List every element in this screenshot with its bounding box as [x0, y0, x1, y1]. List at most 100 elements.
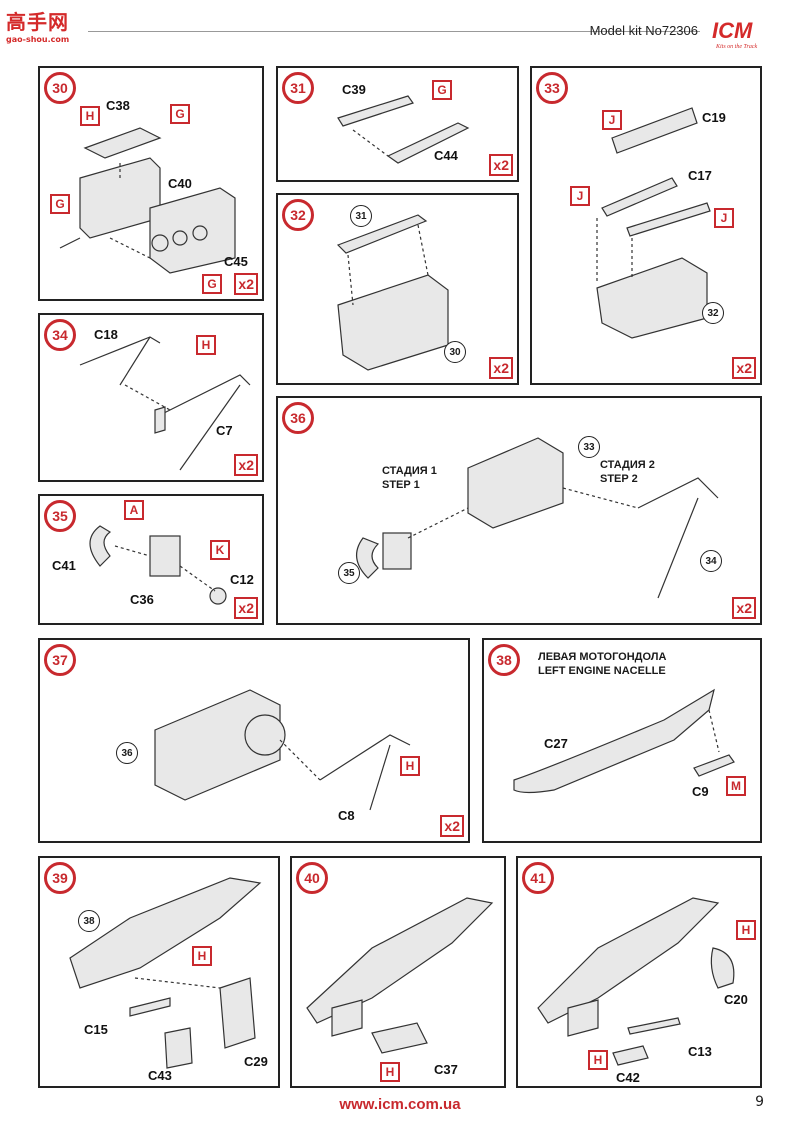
part-label: C29 [244, 1054, 268, 1069]
part-label: C42 [616, 1070, 640, 1085]
multiply-badge: x2 [489, 357, 513, 379]
step-reference: 32 [702, 302, 724, 324]
step-39-panel: 39 C15 C43 C29 H 38 [38, 856, 280, 1088]
step-35-drawing [89, 525, 227, 605]
step-36-number: 36 [282, 402, 314, 434]
step-30-panel: 30 C38 C40 C45 H G G G x2 [38, 66, 264, 301]
nacelle-title-ru: ЛЕВАЯ МОТОГОНДОЛА [538, 651, 667, 663]
step-30-drawing [59, 127, 236, 274]
part-label: C15 [84, 1022, 108, 1037]
footer-url[interactable]: www.icm.com.ua [339, 1096, 461, 1113]
header-rule [88, 31, 700, 32]
part-label: C17 [688, 168, 712, 183]
marker-label: A [124, 500, 144, 520]
step-40-number: 40 [296, 862, 328, 894]
stage-1-ru: СТАДИЯ 1 [382, 465, 437, 477]
step-41-number: 41 [522, 862, 554, 894]
stage-2-label: СТАДИЯ 2 STEP 2 [600, 458, 655, 486]
step-37-drawing [154, 689, 411, 811]
step-39-number: 39 [44, 862, 76, 894]
marker-label: H [588, 1050, 608, 1070]
step-34-number: 34 [44, 319, 76, 351]
model-kit-number: Model kit No72306 [589, 23, 698, 38]
step-reference: 36 [116, 742, 138, 764]
multiply-badge: x2 [732, 597, 756, 619]
step-32-drawing [336, 214, 449, 371]
step-38-panel: 38 ЛЕВАЯ МОТОГОНДОЛА LEFT ENGINE NACELLE… [482, 638, 762, 843]
stage-1-en: STEP 1 [382, 479, 420, 491]
stage-2-ru: СТАДИЯ 2 [600, 459, 655, 471]
part-label: C7 [216, 423, 233, 438]
part-label: C38 [106, 98, 130, 113]
marker-label: J [714, 208, 734, 228]
step-reference: 30 [444, 341, 466, 363]
step-reference: 35 [338, 562, 360, 584]
step-36-panel: 36 СТАДИЯ 1 STEP 1 СТАДИЯ 2 STEP 2 33 35… [276, 396, 762, 625]
multiply-badge: x2 [732, 357, 756, 379]
marker-label: H [80, 106, 100, 126]
brand-name: ICM [712, 18, 753, 43]
step-37-panel: 37 C8 H 36 x2 [38, 638, 470, 843]
marker-label: H [736, 920, 756, 940]
marker-label: J [602, 110, 622, 130]
part-label: C41 [52, 558, 76, 573]
stage-2-en: STEP 2 [600, 473, 638, 485]
marker-label: H [192, 946, 212, 966]
part-label: C19 [702, 110, 726, 125]
marker-label: H [196, 335, 216, 355]
part-label: C39 [342, 82, 366, 97]
step-38-number: 38 [488, 644, 520, 676]
step-31-panel: 31 C39 C44 G x2 [276, 66, 519, 182]
step-31-number: 31 [282, 72, 314, 104]
part-label: C27 [544, 736, 568, 751]
multiply-badge: x2 [440, 815, 464, 837]
step-41-panel: 41 C20 C13 C42 H H [516, 856, 762, 1088]
watermark-site-name: 高手网 [6, 10, 69, 34]
marker-label: K [210, 540, 230, 560]
part-label: C40 [168, 176, 192, 191]
step-34-panel: 34 C18 C7 H x2 [38, 313, 264, 482]
part-label: C36 [130, 592, 154, 607]
marker-label: M [726, 776, 746, 796]
marker-label: G [202, 274, 222, 294]
step-33-drawing [596, 107, 711, 339]
multiply-badge: x2 [234, 273, 258, 295]
step-35-number: 35 [44, 500, 76, 532]
nacelle-title-en: LEFT ENGINE NACELLE [538, 665, 666, 677]
step-36-drawing [356, 437, 719, 599]
part-label: C44 [434, 148, 458, 163]
step-38-drawing [513, 688, 735, 794]
watermark-url: gao-shou.com [6, 35, 70, 44]
part-label: C43 [148, 1068, 172, 1083]
step-reference: 33 [578, 436, 600, 458]
marker-label: G [50, 194, 70, 214]
step-35-panel: 35 C41 C36 C12 A K x2 [38, 494, 264, 625]
brand-slogan: Kits on the Track [716, 44, 758, 50]
marker-label: J [570, 186, 590, 206]
step-40-drawing [306, 897, 494, 1054]
step-41-drawing [537, 897, 735, 1066]
step-33-panel: 33 C19 C17 J J J 32 x2 [530, 66, 762, 385]
nacelle-title: ЛЕВАЯ МОТОГОНДОЛА LEFT ENGINE NACELLE [538, 650, 666, 678]
step-30-number: 30 [44, 72, 76, 104]
multiply-badge: x2 [234, 597, 258, 619]
step-37-number: 37 [44, 644, 76, 676]
step-31-drawing [337, 95, 470, 164]
part-label: C45 [224, 254, 248, 269]
page-number: 9 [755, 1094, 764, 1110]
marker-label: G [170, 104, 190, 124]
part-label: C12 [230, 572, 254, 587]
step-32-panel: 32 31 30 x2 [276, 193, 519, 385]
icm-logo: ICM Kits on the Track [704, 14, 770, 50]
marker-label: H [400, 756, 420, 776]
multiply-badge: x2 [489, 154, 513, 176]
step-39-drawing [69, 877, 262, 1069]
marker-label: H [380, 1062, 400, 1082]
step-32-number: 32 [282, 199, 314, 231]
part-label: C8 [338, 808, 355, 823]
stage-1-label: СТАДИЯ 1 STEP 1 [382, 464, 437, 492]
step-reference: 38 [78, 910, 100, 932]
watermark-logo: 高手网 gao-shou.com [6, 6, 69, 44]
step-reference: 34 [700, 550, 722, 572]
step-34-drawing [79, 336, 251, 471]
